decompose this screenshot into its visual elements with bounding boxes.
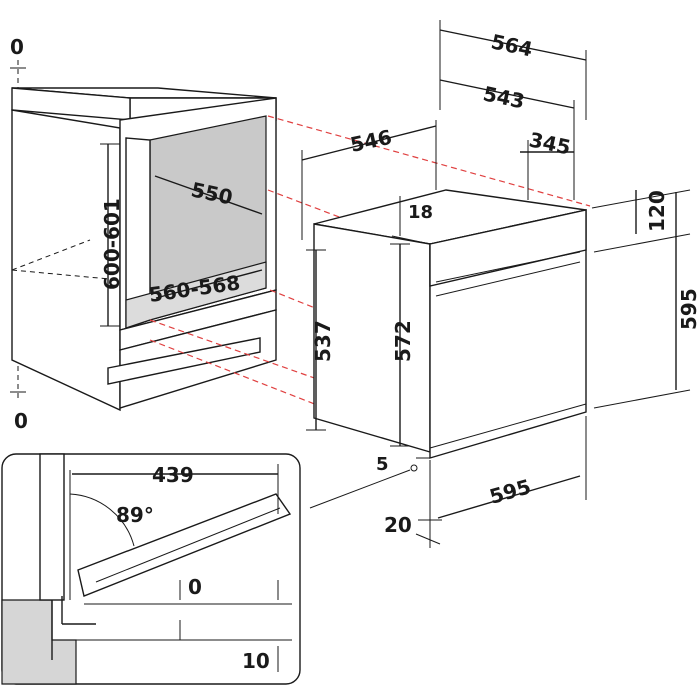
label-depth-total: 564 (489, 29, 535, 61)
alignment-lines (149, 115, 591, 411)
oven (313, 189, 587, 459)
oven-dimensions (301, 20, 691, 548)
label-bottom-zero: 0 (14, 409, 28, 433)
cabinet-dimensions (100, 143, 263, 327)
label-rear-offset: 345 (527, 127, 573, 159)
label-depth-side: 546 (348, 125, 394, 157)
label-clearance-bottom: 10 (242, 649, 270, 673)
label-top-step: 18 (408, 202, 433, 223)
door-detail (1, 453, 301, 685)
label-body-height-front: 572 (391, 320, 415, 362)
label-swing-length: 439 (152, 463, 194, 487)
label-front-height: 595 (677, 288, 700, 330)
label-bottom-gap: 5 (376, 454, 389, 475)
label-body-height-rear: 537 (311, 320, 335, 362)
label-open-angle: 89° (116, 503, 154, 527)
cabinet (10, 60, 277, 412)
label-panel-height: 120 (645, 190, 669, 232)
label-clearance-top: 0 (188, 575, 202, 599)
label-top-zero: 0 (10, 35, 24, 59)
label-depth-body: 543 (481, 81, 527, 113)
label-front-width: 595 (487, 474, 534, 509)
label-niche-height: 600-601 (100, 198, 124, 290)
label-front-step: 20 (384, 513, 412, 537)
